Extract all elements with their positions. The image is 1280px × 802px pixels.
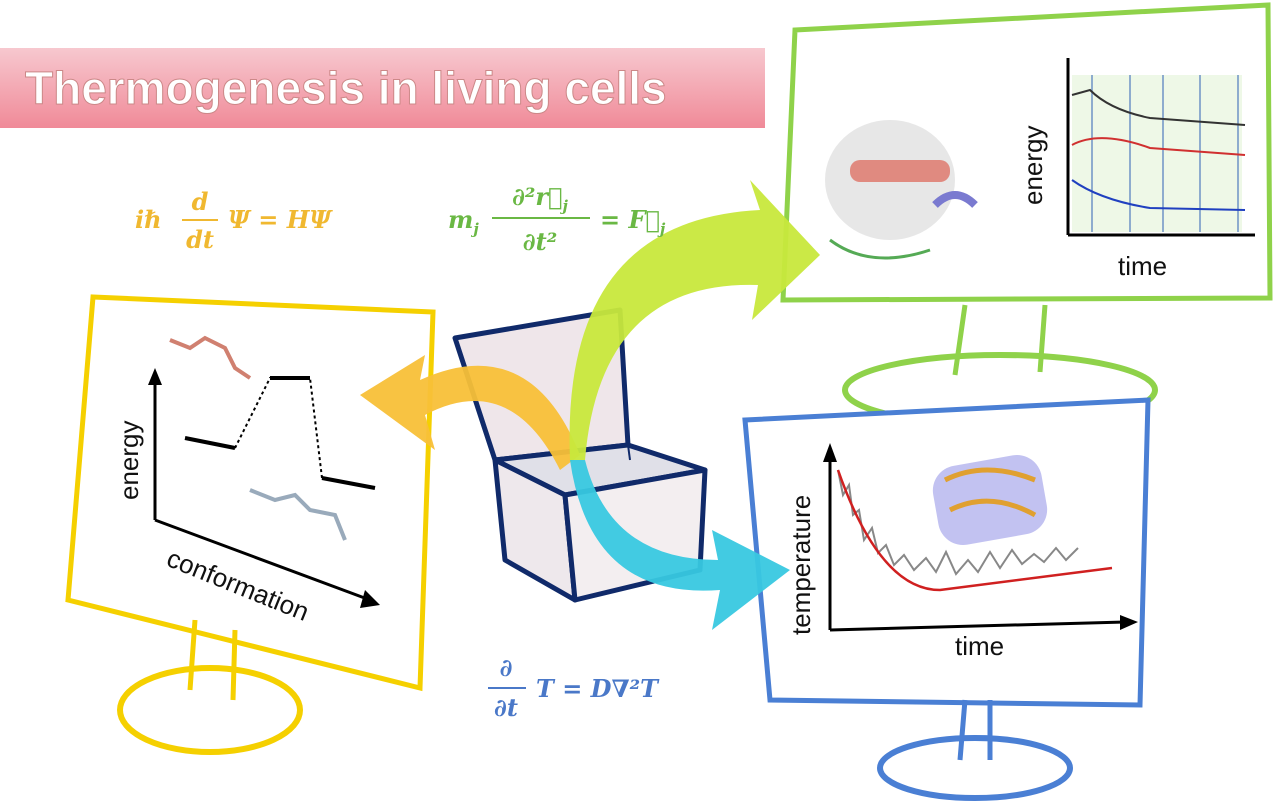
heat-noisy-series	[837, 469, 1079, 576]
eq3-den: ∂t	[494, 693, 518, 722]
heat-ylabel: temperature	[786, 495, 816, 635]
eq2-prefix-group: mj	[448, 205, 479, 238]
schrodinger-equation: iℏ d dt Ψ = HΨ	[135, 187, 333, 254]
heat-xlabel: time	[955, 631, 1004, 661]
diffusion-equation: ∂ ∂t T = D∇²T	[488, 653, 660, 722]
newton-equation: mj ∂²r⃗j ∂t² = F⃗j	[448, 182, 666, 256]
md-ylabel: energy	[1018, 126, 1048, 206]
eq2-num-group: ∂²r⃗j	[512, 182, 568, 215]
eq2-rhs-group: = F⃗j	[600, 205, 666, 238]
md-series-red	[1071, 137, 1246, 156]
heat-monitor: temperature time	[742, 397, 1151, 801]
title: Thermogenesis in living cells	[25, 62, 667, 114]
eq2-num-sub: j	[559, 197, 568, 215]
md-monitor: energy time	[780, 2, 1273, 428]
molecule-image	[169, 335, 347, 541]
heat-fit-curve	[836, 469, 1113, 592]
protein-structure-image	[825, 120, 978, 260]
green-arrow	[569, 180, 820, 460]
eq2-rhs-sub: j	[657, 220, 666, 238]
quantum-monitor: energy conformation	[65, 294, 436, 755]
barrel-protein-image	[932, 455, 1048, 545]
eq2-num: ∂²r⃗	[512, 182, 562, 211]
md-series-blue	[1071, 179, 1246, 211]
cyan-arrow	[570, 460, 790, 630]
eq1-prefix: iℏ	[135, 205, 162, 234]
eq3-num: ∂	[500, 653, 513, 682]
md-series-black	[1071, 88, 1246, 126]
eq1-den: dt	[186, 225, 214, 254]
eq1-num: d	[192, 187, 209, 216]
eq2-prefix: m	[448, 205, 473, 234]
eq3-rhs: T = D∇²T	[536, 674, 660, 703]
eq2-prefix-sub: j	[470, 220, 479, 238]
eq1-rhs: Ψ = HΨ	[228, 205, 333, 234]
title-banner: Thermogenesis in living cells	[0, 48, 765, 128]
eq2-den: ∂t²	[523, 227, 557, 256]
eq2-rhs: = F⃗	[600, 205, 660, 234]
md-xlabel: time	[1118, 251, 1167, 281]
quantum-ylabel: energy	[114, 421, 144, 501]
yellow-arrow	[360, 355, 580, 470]
